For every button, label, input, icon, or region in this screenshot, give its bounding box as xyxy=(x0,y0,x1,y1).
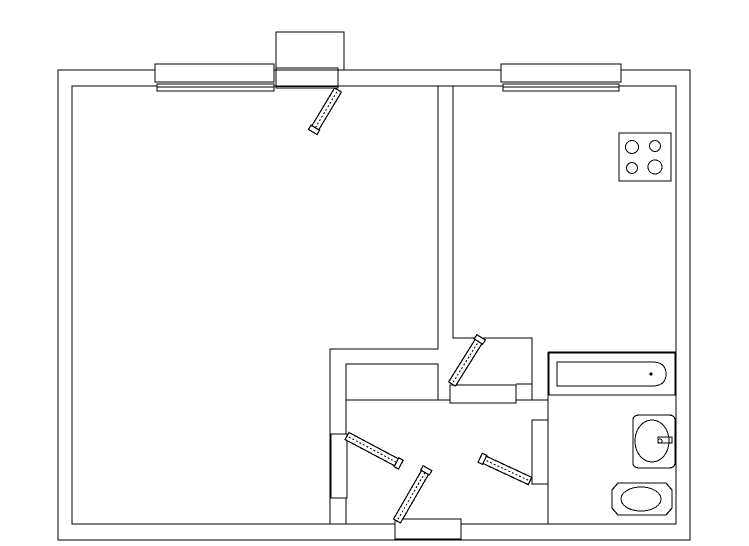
door-kitchen xyxy=(447,333,517,404)
window-kitchen xyxy=(500,63,622,92)
toilet xyxy=(611,482,673,516)
door-balcony xyxy=(275,69,343,136)
partition-main-kitchen xyxy=(329,86,533,524)
door-bathroom xyxy=(477,419,549,486)
door-entrance xyxy=(392,464,462,540)
exterior-walls xyxy=(57,69,691,541)
stove-cooktop xyxy=(618,132,672,182)
door-main-room xyxy=(330,431,405,499)
window-main-room xyxy=(154,63,275,92)
sink xyxy=(632,414,676,469)
bathtub xyxy=(548,352,676,396)
